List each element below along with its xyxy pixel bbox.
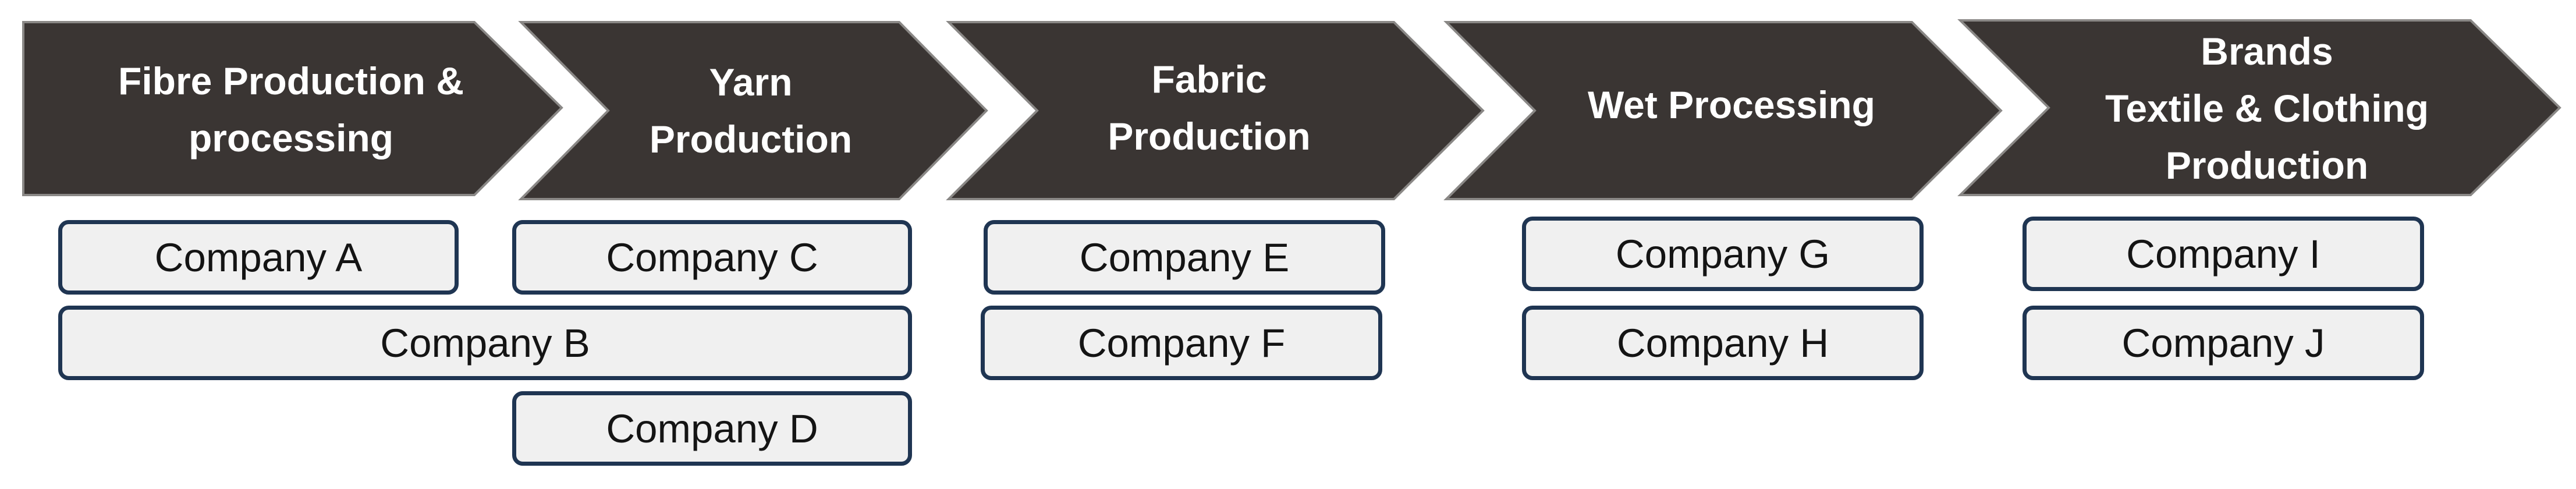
company-box-c: Company C bbox=[512, 220, 912, 295]
stage-label-wet: Wet Processing bbox=[1588, 83, 1875, 126]
company-box-i: Company I bbox=[2023, 217, 2424, 291]
stage-chevron-fibre bbox=[22, 21, 563, 196]
company-box-h: Company H bbox=[1522, 306, 1924, 380]
company-box-f: Company F bbox=[981, 306, 1382, 380]
stage-chevron-fabric bbox=[946, 21, 1485, 200]
company-box-b: Company B bbox=[58, 306, 912, 380]
company-box-j: Company J bbox=[2023, 306, 2424, 380]
stage-chevron-brands bbox=[1957, 19, 2561, 196]
company-box-d: Company D bbox=[512, 391, 912, 466]
stage-label-fabric: Fabric Production bbox=[1108, 58, 1311, 158]
stage-label-brands: Brands Textile & Clothing Production bbox=[2105, 29, 2429, 187]
stage-label-yarn: Yarn Production bbox=[649, 61, 853, 161]
company-box-a: Company A bbox=[58, 220, 459, 295]
company-box-g: Company G bbox=[1522, 217, 1924, 291]
stage-chevron-yarn bbox=[518, 21, 988, 200]
company-box-e: Company E bbox=[984, 220, 1385, 295]
stage-chevron-wet bbox=[1443, 21, 2003, 200]
stage-label-fibre: Fibre Production & processing bbox=[118, 59, 464, 160]
